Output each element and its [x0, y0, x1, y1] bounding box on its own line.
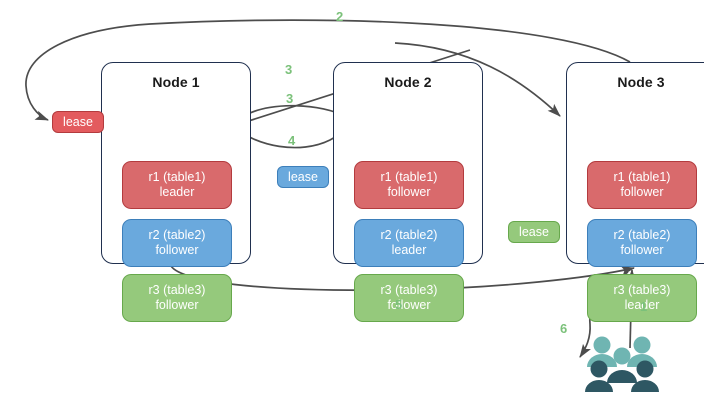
- node-title: Node 2: [384, 74, 432, 90]
- users-group-icon: [585, 336, 659, 392]
- lease-badge-green[interactable]: lease: [508, 221, 560, 243]
- edge-3-lower: [235, 104, 348, 127]
- replica-r3[interactable]: r3 (table3) follower: [122, 274, 232, 322]
- lease-badge-blue[interactable]: lease: [277, 166, 329, 188]
- replica-name: r2 (table2): [148, 228, 206, 242]
- replica-name: r2 (table2): [380, 228, 438, 242]
- replica-name: r1 (table1): [148, 170, 206, 184]
- replica-r1[interactable]: r1 (table1) leader: [122, 161, 232, 209]
- replica-r2[interactable]: r2 (table2) follower: [587, 219, 697, 267]
- replica-name: r1 (table1): [380, 170, 438, 184]
- lease-badge-red[interactable]: lease: [52, 111, 104, 133]
- replica-role: follower: [155, 298, 199, 312]
- step-label-4: 4: [288, 133, 296, 148]
- step-label-1: 1: [640, 299, 648, 314]
- node-card-node-2[interactable]: Node 2 r1 (table1) follower r2 (table2) …: [333, 62, 483, 322]
- node-title: Node 3: [617, 74, 665, 90]
- replica-role: leader: [159, 185, 195, 199]
- step-label-5: 5: [395, 297, 403, 312]
- replica-r3[interactable]: r3 (table3) leader: [587, 274, 697, 322]
- replica-r1[interactable]: r1 (table1) follower: [587, 161, 697, 209]
- replica-role: follower: [620, 185, 664, 199]
- replica-name: r3 (table3): [148, 283, 206, 297]
- node-card-node-1[interactable]: Node 1 r1 (table1) leader r2 (table2) fo…: [101, 62, 251, 322]
- replica-role: leader: [391, 243, 427, 257]
- step-label-3-upper: 3: [285, 62, 293, 77]
- replica-role: follower: [387, 298, 431, 312]
- step-label-6: 6: [560, 321, 568, 336]
- replica-r3[interactable]: r3 (table3) follower: [354, 274, 464, 322]
- replica-role: follower: [155, 243, 199, 257]
- replica-name: r3 (table3): [613, 283, 671, 297]
- replica-role: leader: [624, 298, 660, 312]
- node-card-node-3[interactable]: Node 3 r1 (table1) follower r2 (table2) …: [566, 62, 704, 322]
- replica-r2[interactable]: r2 (table2) follower: [122, 219, 232, 267]
- lease-label: lease: [63, 115, 93, 129]
- replica-name: r2 (table2): [613, 228, 671, 242]
- replica-r1[interactable]: r1 (table1) follower: [354, 161, 464, 209]
- replica-name: r1 (table1): [613, 170, 671, 184]
- step-label-3-lower: 3: [286, 91, 294, 106]
- replica-r2[interactable]: r2 (table2) leader: [354, 219, 464, 267]
- replica-name: r3 (table3): [380, 283, 438, 297]
- replica-role: follower: [387, 185, 431, 199]
- lease-label: lease: [519, 225, 549, 239]
- lease-label: lease: [288, 170, 318, 184]
- replica-role: follower: [620, 243, 664, 257]
- step-label-2: 2: [336, 9, 344, 24]
- node-title: Node 1: [152, 74, 200, 90]
